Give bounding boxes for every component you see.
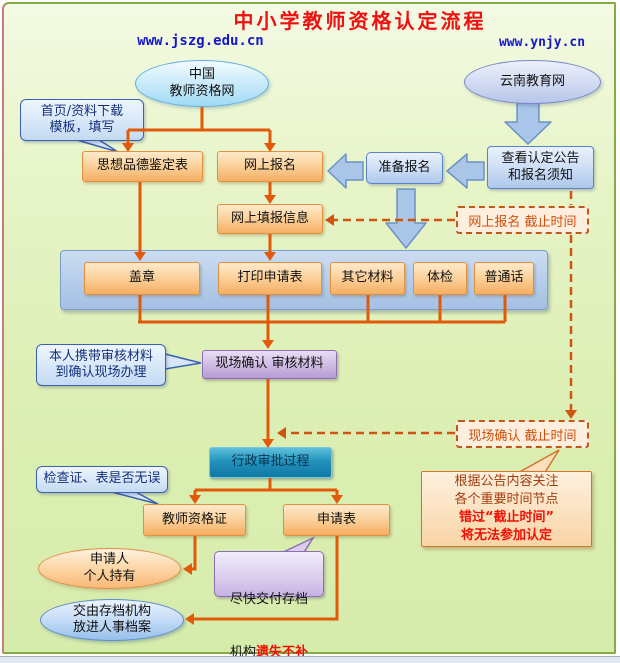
deadline-onsite-confirmation: 现场确认 截止时间 <box>456 420 589 448</box>
deadline-online-registration: 网上报名 截止时间 <box>456 206 589 234</box>
node-china-teacher-site: 中国 教师资格网 <box>135 60 269 107</box>
deliver-archive-text: 尽快交付存档 <box>229 592 308 608</box>
node-teacher-certificate: 教师资格证 <box>143 504 246 536</box>
node-other-materials: 其它材料 <box>330 262 405 295</box>
node-moral-appraisal-form: 思想品德鉴定表 <box>82 151 203 182</box>
node-archive-agency: 交由存档机构 放进人事档案 <box>40 599 184 641</box>
url-jszg: www.jszg.edu.cn <box>137 33 264 49</box>
deliver-archive-text: 机构 <box>229 644 256 660</box>
node-print-application: 打印申请表 <box>218 262 322 295</box>
node-check-announcement: 查看认定公告 和报名须知 <box>487 146 594 189</box>
node-mandarin-test: 普通话 <box>474 262 534 295</box>
node-prepare-registration: 准备报名 <box>366 152 443 184</box>
node-onsite-confirmation: 现场确认 审核材料 <box>202 350 337 379</box>
callout-deliver-archive: 尽快交付存档 机构遗失不补 <box>214 551 324 660</box>
callout-homepage-download: 首页/资料下载 模板，填写 <box>20 99 144 141</box>
warning-line: 将无法参加认定 <box>460 528 552 543</box>
node-admin-approval: 行政审批过程 <box>209 447 332 478</box>
node-stamp: 盖章 <box>84 262 200 295</box>
warning-line: 错过“截止时间” <box>458 510 555 525</box>
bottom-edge-strip <box>0 656 620 663</box>
url-ynjy: www.ynjy.cn <box>498 35 586 50</box>
node-fill-info-online: 网上填报信息 <box>217 204 323 234</box>
node-yunnan-education-site: 云南教育网 <box>464 60 601 104</box>
node-application-form: 申请表 <box>283 504 390 536</box>
callout-deadline-warning: 根据公告内容关注 各个重要时间节点 错过“截止时间” 将无法参加认定 <box>421 471 592 547</box>
page-title: 中小学教师资格认定流程 <box>233 9 487 33</box>
node-physical-exam: 体检 <box>413 262 467 295</box>
callout-check-certificate: 检查证、表是否无误 <box>36 466 168 493</box>
warning-line: 根据公告内容关注 <box>454 474 559 489</box>
lost-not-reissued-warning: 遗失不补 <box>256 644 309 660</box>
warning-line: 各个重要时间节点 <box>454 492 559 507</box>
node-online-registration: 网上报名 <box>217 151 323 182</box>
callout-bring-materials: 本人携带审核材料 到确认现场办理 <box>36 344 166 386</box>
node-applicant-holds: 申请人 个人持有 <box>38 548 181 589</box>
